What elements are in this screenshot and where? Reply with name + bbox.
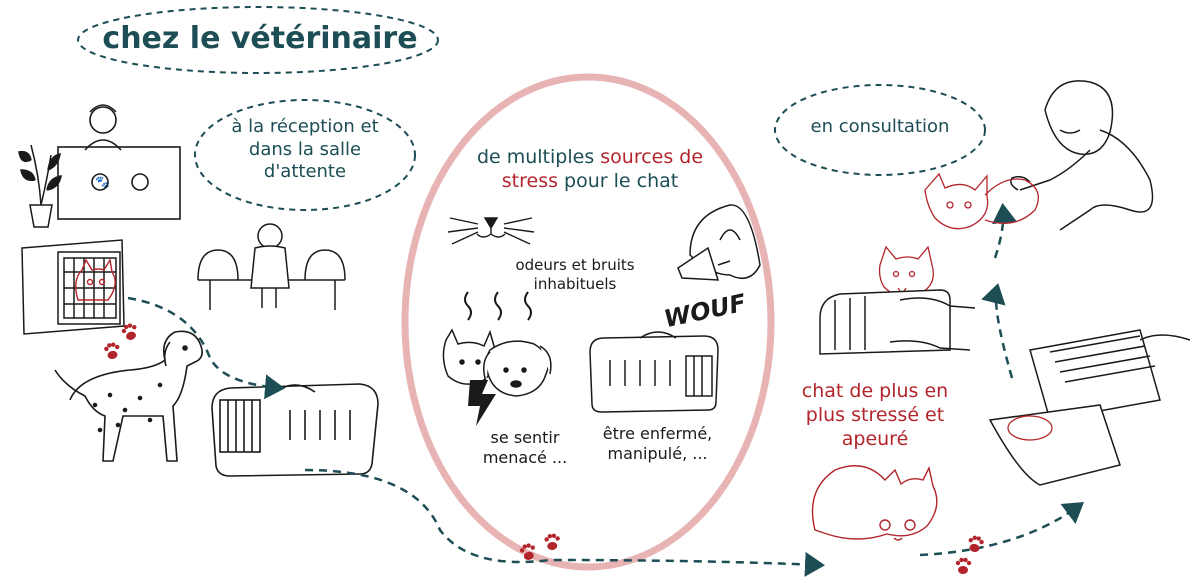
- smells-noises-label: odeurs et bruits inhabituels: [500, 256, 650, 294]
- growing-stress-line: plus stressé et: [805, 403, 945, 426]
- cat-in-carrier: [1007, 415, 1053, 441]
- cat-nose-icon: [447, 217, 535, 245]
- scared-cat-in-carrier: [75, 258, 116, 301]
- reception-label-line: dans la salle: [248, 138, 362, 160]
- hand-icon: [889, 340, 971, 351]
- consultation-bubble: [774, 84, 986, 176]
- dog-icon: [483, 340, 552, 397]
- journey-arrow-1: [127, 296, 285, 400]
- pet-carrier-icon: [988, 329, 1191, 486]
- cat-icon: [924, 172, 1039, 230]
- hand-icon: [899, 297, 976, 309]
- pet-carrier-icon: [589, 331, 719, 413]
- scared-cat-illustration: [811, 465, 938, 541]
- reception-desk-scene: 🐾: [57, 104, 181, 220]
- reception-bubble: [194, 99, 416, 211]
- page-title: chez le vétérinaire: [102, 21, 418, 56]
- pet-carrier-icon: [211, 383, 379, 477]
- growing-stress-line: chat de plus en: [801, 380, 949, 402]
- cat-icon: [442, 328, 497, 385]
- title-bubble: [77, 6, 439, 74]
- heading-part-highlight: stress: [501, 169, 558, 192]
- svg-text:🐾: 🐾: [95, 175, 110, 189]
- pet-carrier-icon: [21, 239, 125, 335]
- threatened-line: menacé ...: [482, 448, 568, 467]
- heading-part: pour le chat: [558, 169, 679, 192]
- heading-part-highlight: sources de: [600, 146, 704, 168]
- threatened-line: se sentir: [490, 428, 560, 447]
- smells-noises-line: odeurs et bruits: [515, 256, 635, 274]
- consultation-label: en consultation: [810, 116, 950, 137]
- confined-line: manipulé, ...: [607, 444, 708, 463]
- stress-sources-heading: de multiples sources de stress pour le c…: [420, 146, 760, 194]
- growing-stress-label: chat de plus en plus stressé et apeuré: [780, 380, 970, 451]
- reception-label-line: d'attente: [263, 161, 347, 182]
- journey-arrow-5: [992, 203, 1017, 259]
- growing-stress-line: apeuré: [841, 427, 909, 450]
- megaphone-icon: [677, 246, 731, 281]
- stress-sources-circle: [401, 73, 775, 571]
- threatened-label: se sentir menacé ...: [455, 428, 595, 468]
- journey-arrow-4: [981, 283, 1014, 379]
- waiting-room-scene: [197, 223, 346, 310]
- confined-line: être enfermé,: [602, 424, 713, 443]
- vet-illustration: [1010, 80, 1154, 231]
- plant-icon: [18, 144, 62, 228]
- lightning-icon: [468, 380, 496, 426]
- dog-icon: [54, 330, 203, 462]
- smells-noises-line: inhabituels: [533, 274, 617, 293]
- smell-lines-icon: [464, 291, 532, 321]
- carrier-with-hands: [819, 289, 976, 355]
- heading-part: de multiples: [476, 146, 601, 168]
- journey-arrow-2: [304, 468, 825, 577]
- reception-label: à la réception et dans la salle d'attent…: [195, 116, 415, 184]
- confined-label: être enfermé, manipulé, ...: [575, 424, 740, 464]
- journey-arrow-3: [919, 502, 1085, 557]
- hissing-cat-illustration: [878, 245, 935, 298]
- reception-label-line: à la réception et: [231, 116, 379, 137]
